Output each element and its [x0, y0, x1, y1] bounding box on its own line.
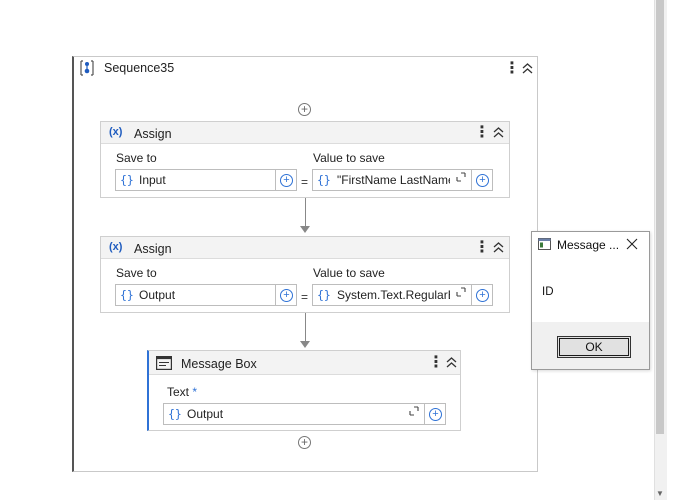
ok-button[interactable]: OK — [557, 336, 631, 358]
window-app-icon — [538, 238, 551, 253]
sequence-more-icon[interactable]: ⋮ — [504, 60, 520, 77]
flow-arrow-icon — [300, 226, 310, 233]
assign-2-value-plus-button[interactable]: + — [471, 284, 493, 306]
assign-2-save-to-label: Save to — [116, 266, 157, 280]
plus-icon: + — [476, 288, 489, 302]
assign-1-save-to-value[interactable]: Input — [139, 173, 166, 187]
expression-icon: {} — [120, 288, 134, 302]
equals-sign: = — [301, 175, 309, 189]
assign-1-save-to-field[interactable] — [115, 169, 297, 191]
message-box-collapse-icon[interactable] — [446, 357, 457, 371]
add-activity-bottom-icon[interactable]: + — [298, 436, 311, 449]
assign-2-save-to-value[interactable]: Output — [139, 288, 176, 302]
plus-icon: + — [476, 173, 489, 187]
sequence-title: Sequence35 — [104, 61, 175, 75]
assign-1-title: Assign — [134, 127, 172, 141]
add-activity-top-icon[interactable]: + — [298, 103, 311, 116]
assign-2-value-field[interactable] — [312, 284, 493, 306]
assign-1-more-icon[interactable]: ⋮ — [474, 124, 490, 141]
assign-1-value-label: Value to save — [313, 151, 385, 165]
equals-sign: = — [301, 290, 309, 304]
flow-connector — [305, 198, 306, 227]
assign-1-collapse-icon[interactable] — [493, 127, 504, 141]
expression-icon: {} — [317, 288, 331, 302]
assign-2-value-text[interactable]: System.Text.RegularEx — [337, 288, 450, 302]
expression-icon: {} — [120, 173, 134, 187]
sequence-icon — [79, 60, 95, 76]
scroll-down-icon[interactable]: ▼ — [656, 489, 664, 498]
message-box-text-plus-button[interactable]: + — [424, 403, 446, 425]
expand-editor-icon[interactable] — [456, 287, 466, 300]
assign-icon: (x) — [109, 126, 123, 138]
flow-connector — [305, 313, 306, 342]
assign-2-value-label: Value to save — [313, 266, 385, 280]
message-box-more-icon[interactable]: ⋮ — [428, 354, 444, 371]
plus-icon: + — [280, 173, 293, 187]
expand-editor-icon[interactable] — [456, 172, 466, 185]
expression-icon: {} — [168, 407, 182, 421]
assign-2-more-icon[interactable]: ⋮ — [474, 239, 490, 256]
close-icon[interactable] — [626, 238, 638, 253]
expand-editor-icon[interactable] — [409, 406, 419, 419]
message-box-text-value[interactable]: Output — [187, 407, 224, 421]
assign-2-collapse-icon[interactable] — [493, 242, 504, 256]
dialog-message-text: ID — [542, 286, 554, 298]
assign-2-title: Assign — [134, 242, 172, 256]
assign-card-2-header[interactable] — [101, 237, 509, 259]
plus-icon: + — [280, 288, 293, 302]
assign-1-value-text[interactable]: "FirstName LastName — [337, 173, 450, 187]
assign-1-save-to-plus-button[interactable]: + — [275, 169, 297, 191]
flow-arrow-icon — [300, 341, 310, 348]
assign-1-save-to-label: Save to — [116, 151, 157, 165]
dialog-title: Message ... — [557, 238, 620, 252]
message-box-text-field[interactable] — [163, 403, 446, 425]
assign-card-1-header[interactable] — [101, 122, 509, 144]
required-marker: * — [192, 385, 198, 399]
message-box-text-label: Text * — [167, 385, 197, 399]
message-box-title: Message Box — [181, 357, 257, 371]
text-label: Text — [167, 385, 190, 399]
assign-1-value-plus-button[interactable]: + — [471, 169, 493, 191]
plus-icon: + — [429, 407, 442, 421]
assign-2-save-to-plus-button[interactable]: + — [275, 284, 297, 306]
assign-2-save-to-field[interactable] — [115, 284, 297, 306]
message-box-icon — [156, 356, 173, 373]
scrollbar-thumb[interactable] — [656, 0, 664, 434]
assign-1-value-field[interactable] — [312, 169, 493, 191]
sequence-collapse-icon[interactable] — [522, 63, 533, 77]
message-box-header[interactable] — [149, 351, 460, 375]
expression-icon: {} — [317, 173, 331, 187]
assign-icon: (x) — [109, 241, 123, 253]
